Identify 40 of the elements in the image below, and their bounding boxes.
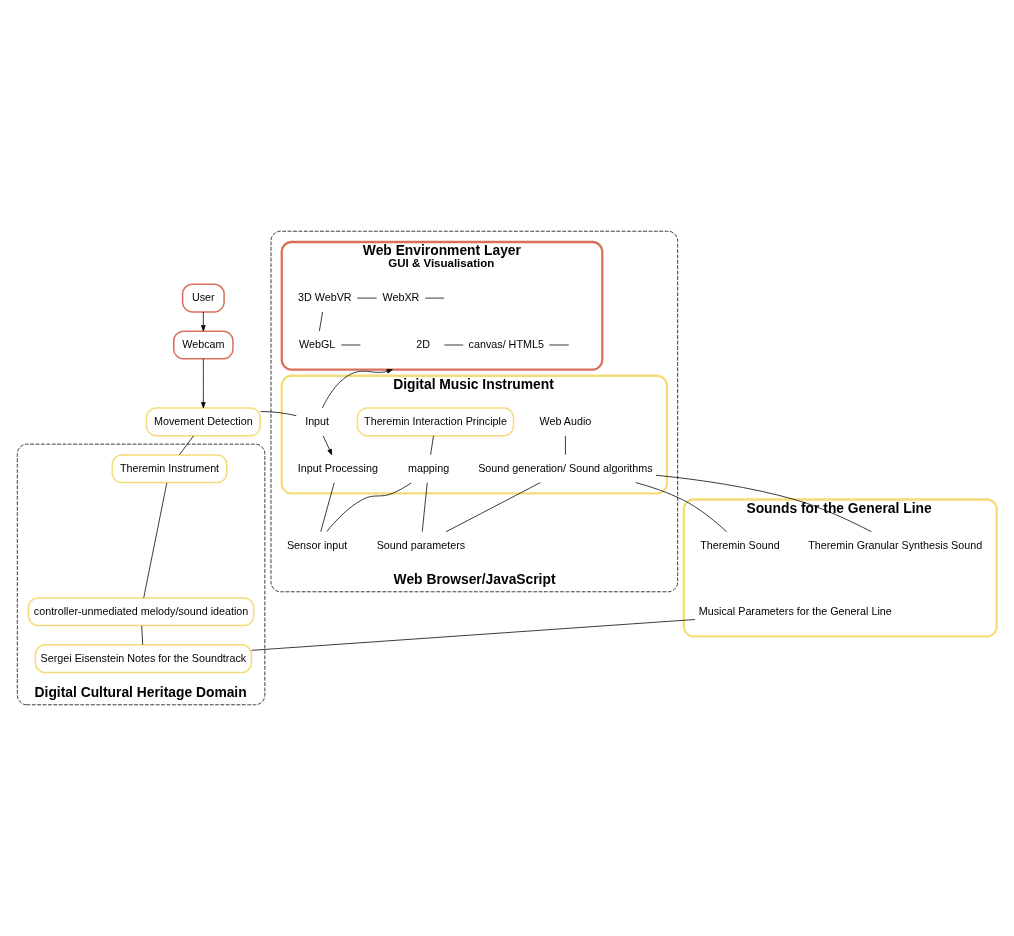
connector bbox=[445, 482, 541, 533]
arrow bbox=[201, 311, 206, 332]
connector bbox=[143, 482, 168, 599]
node-text: Theremin Sound bbox=[700, 538, 780, 551]
node-text: WebGL bbox=[298, 337, 336, 350]
connector bbox=[320, 482, 335, 533]
connector bbox=[421, 482, 428, 533]
connector bbox=[260, 411, 297, 417]
node-text: Musical Parameters for the General Line bbox=[698, 604, 892, 617]
arrow bbox=[322, 435, 333, 456]
node-box: controller-unmediated melody/sound ideation bbox=[27, 597, 255, 627]
node-text: Sound parameters bbox=[376, 538, 466, 551]
node-box: Webcam bbox=[173, 330, 234, 360]
node-box: Sergei Eisenstein Notes for the Soundtrack bbox=[34, 644, 253, 674]
connector bbox=[251, 619, 696, 651]
node-text: Input bbox=[305, 414, 330, 427]
connector bbox=[179, 435, 194, 456]
node-text: canvas/ HTML5 bbox=[468, 337, 544, 350]
node-text: 3D WebVR bbox=[298, 290, 352, 303]
node-box: Theremin Instrument bbox=[111, 454, 228, 484]
arrow bbox=[201, 358, 206, 409]
node-text: 2D bbox=[416, 337, 431, 350]
connector bbox=[430, 435, 434, 456]
node-text: Sound generation/ Sound algorithms bbox=[478, 461, 653, 474]
node-box: Theremin Interaction Principle bbox=[356, 407, 515, 437]
node-text: mapping bbox=[407, 461, 450, 474]
connector bbox=[635, 482, 727, 533]
connector bbox=[565, 435, 566, 456]
node-text: Theremin Granular Synthesis Sound bbox=[808, 538, 983, 551]
connector bbox=[655, 474, 872, 533]
connector bbox=[318, 311, 323, 332]
node-text: Input Processing bbox=[297, 461, 378, 474]
node-box: User bbox=[181, 283, 225, 313]
node-text: WebXR bbox=[382, 290, 420, 303]
node-text: Sensor input bbox=[286, 538, 348, 551]
arrow bbox=[322, 369, 393, 409]
node-text: Web Audio bbox=[539, 414, 592, 427]
node-box: Movement Detection bbox=[145, 407, 261, 437]
connector bbox=[326, 482, 412, 533]
connector bbox=[141, 625, 144, 646]
